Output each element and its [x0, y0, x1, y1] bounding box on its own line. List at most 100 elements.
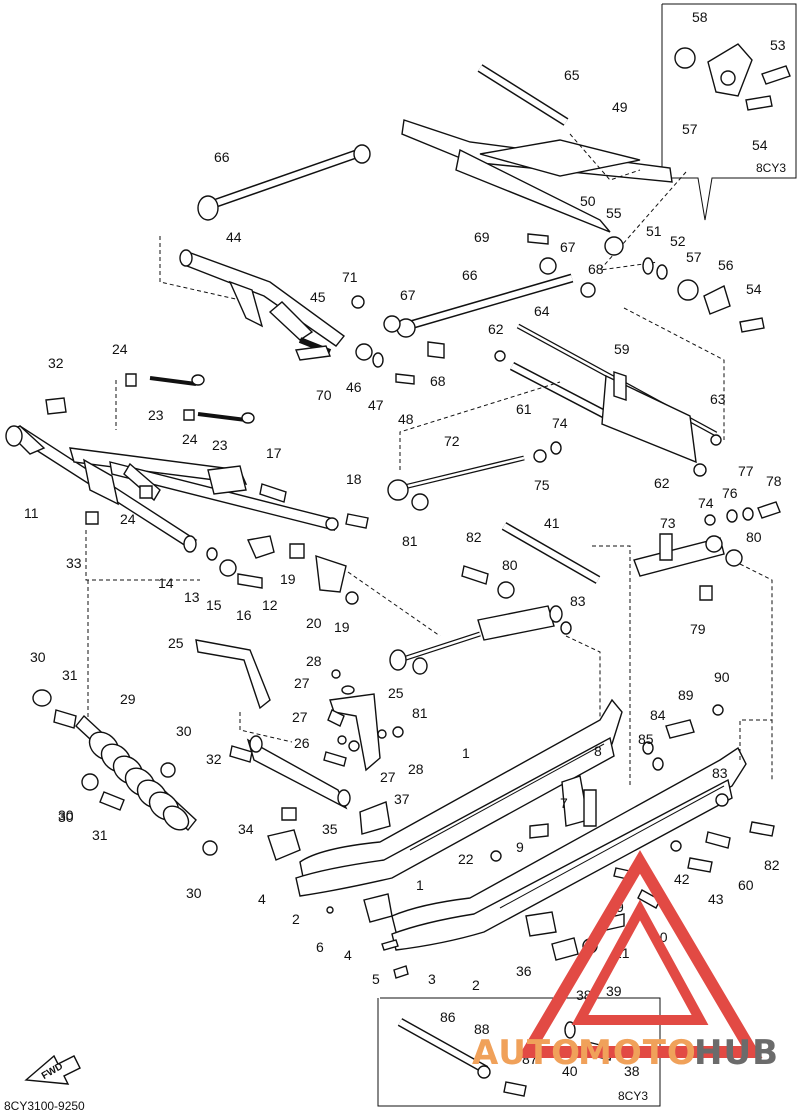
- callout-81: 81: [412, 705, 428, 721]
- callout-13: 13: [184, 589, 200, 605]
- callout-11: 11: [24, 505, 39, 521]
- callout-1: 1: [462, 745, 470, 761]
- linkage-41-73: [461, 501, 781, 786]
- callout-28: 28: [306, 653, 322, 669]
- callout-37: 37: [394, 791, 410, 807]
- callout-30: 30: [186, 885, 202, 901]
- callout-19: 19: [334, 619, 350, 635]
- callout-36: 36: [516, 963, 532, 979]
- inset-top-right: 58 53 57 54 8CY3: [661, 3, 797, 221]
- callout-2: 2: [472, 977, 480, 993]
- callout-57: 57: [682, 121, 698, 137]
- callout-30: 30: [58, 807, 74, 823]
- callout-83: 83: [570, 593, 586, 609]
- callout-68: 68: [430, 373, 446, 389]
- watermark-triangle-outer: [517, 850, 763, 1058]
- callout-77: 77: [738, 463, 754, 479]
- callout-20: 20: [306, 615, 322, 631]
- callout-70: 70: [316, 387, 332, 403]
- links-25-26: [195, 639, 404, 835]
- callout-83: 83: [712, 765, 728, 781]
- watermark-text-hub: HUB: [694, 1033, 779, 1073]
- callout-15: 15: [206, 597, 222, 613]
- callout-17: 17: [266, 445, 282, 461]
- callout-63: 63: [710, 391, 726, 407]
- watermark-triangle-inner: [571, 899, 709, 1025]
- callout-78: 78: [766, 473, 782, 489]
- callout-62: 62: [654, 475, 670, 491]
- callout-76: 76: [722, 485, 738, 501]
- callout-74: 74: [698, 495, 714, 511]
- callout-45: 45: [310, 289, 326, 305]
- callout-82: 82: [764, 857, 780, 873]
- callout-38: 38: [624, 1063, 640, 1079]
- callout-41: 41: [544, 515, 560, 531]
- inset-bottom-model-label: 8CY3: [618, 1089, 648, 1103]
- watermark-text-moto: MOTO: [578, 1033, 697, 1073]
- callout-54: 54: [746, 281, 762, 297]
- callout-8: 8: [594, 743, 602, 759]
- callout-88: 88: [474, 1021, 490, 1037]
- callout-28: 28: [408, 761, 424, 777]
- callout-66: 66: [462, 267, 478, 283]
- callout-80: 80: [502, 557, 518, 573]
- callout-72: 72: [444, 433, 460, 449]
- callout-26: 26: [294, 735, 310, 751]
- callout-56: 56: [718, 257, 734, 273]
- callout-90: 90: [714, 669, 730, 685]
- rod-72: [387, 381, 562, 511]
- callout-74: 74: [552, 415, 568, 431]
- callout-19: 19: [280, 571, 296, 587]
- callout-14: 14: [158, 575, 174, 591]
- callout-43: 43: [708, 891, 724, 907]
- callout-1: 1: [416, 877, 424, 893]
- callout-24: 24: [120, 511, 136, 527]
- callout-35: 35: [322, 821, 338, 837]
- callout-46: 46: [346, 379, 362, 395]
- small-hardware: [295, 233, 765, 385]
- callout-55: 55: [606, 205, 622, 221]
- callout-44: 44: [226, 229, 242, 245]
- callout-4: 4: [344, 947, 352, 963]
- callout-67: 67: [560, 239, 576, 255]
- callout-58: 58: [692, 9, 708, 25]
- callout-71: 71: [342, 269, 358, 285]
- callout-64: 64: [534, 303, 550, 319]
- callout-27: 27: [292, 709, 308, 725]
- rear-arm-11: [5, 373, 441, 637]
- callout-60: 60: [738, 877, 754, 893]
- callout-2: 2: [292, 911, 300, 927]
- callout-4: 4: [258, 891, 266, 907]
- slide-rails: [267, 698, 775, 979]
- callout-27: 27: [294, 675, 310, 691]
- callout-30: 30: [176, 723, 192, 739]
- callout-24: 24: [112, 341, 128, 357]
- callout-9: 9: [516, 839, 524, 855]
- callout-61: 61: [516, 401, 532, 417]
- callout-25: 25: [168, 635, 184, 651]
- callout-7: 7: [560, 795, 568, 811]
- callout-86: 86: [440, 1009, 456, 1025]
- spring-shock-29: [32, 580, 218, 856]
- callout-79: 79: [690, 621, 706, 637]
- rods-and-bracket-59: [494, 307, 725, 477]
- callout-50: 50: [580, 193, 596, 209]
- callout-32: 32: [206, 751, 222, 767]
- callout-12: 12: [262, 597, 278, 613]
- callout-85: 85: [638, 731, 654, 747]
- callout-25: 25: [388, 685, 404, 701]
- callout-59: 59: [614, 341, 630, 357]
- callout-34: 34: [238, 821, 254, 837]
- callout-22: 22: [458, 851, 474, 867]
- callout-49: 49: [612, 99, 628, 115]
- callout-30: 30: [58, 809, 74, 825]
- callout-62: 62: [488, 321, 504, 337]
- watermark-logo: AUTO MOTO HUB: [472, 850, 779, 1073]
- callout-73: 73: [660, 515, 676, 531]
- fwd-arrow: FWD: [24, 1054, 81, 1085]
- diagram-code: 8CY3100-9250: [4, 1099, 85, 1113]
- callout-42: 42: [674, 871, 690, 887]
- callout-69: 69: [474, 229, 490, 245]
